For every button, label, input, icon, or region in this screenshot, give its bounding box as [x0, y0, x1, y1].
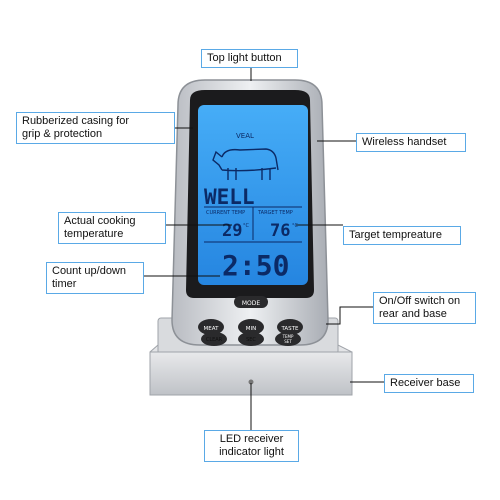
callout-led-light: LED receiver indicator light	[204, 430, 299, 462]
callout-top-light-button-text: Top light button	[207, 52, 282, 64]
callout-rubberized-casing-line2: grip & protection	[22, 128, 103, 140]
clear-button-label: CLEAR	[206, 337, 223, 343]
callout-actual-temp-line1: Actual cooking	[64, 215, 136, 227]
sec-button-label: SEC	[246, 337, 256, 343]
callout-wireless-handset: Wireless handset	[356, 133, 466, 152]
button-row-shapes	[198, 319, 303, 346]
callout-timer-line1: Count up/down	[52, 265, 126, 277]
leader-lines	[144, 67, 384, 430]
cow-icon	[212, 148, 279, 180]
callout-rubberized-casing: Rubberized casing for grip & protection	[16, 112, 175, 144]
callout-led-light-line1: LED receiver	[219, 433, 284, 445]
callout-actual-temp-line2: temperature	[64, 228, 124, 240]
lcd-target-unit: °C	[292, 223, 299, 229]
callout-led-light-line2: indicator light	[219, 446, 284, 458]
lcd-target-value: 76	[270, 221, 290, 241]
wireless-handset	[171, 79, 329, 346]
temp-set-label-2: SET	[284, 339, 292, 344]
callout-timer-line2: timer	[52, 278, 77, 290]
min-button-label: MIN	[246, 326, 256, 332]
callout-receiver-base: Receiver base	[384, 374, 474, 393]
mode-button-shape	[234, 296, 268, 308]
lcd-timer: 2:50	[222, 249, 289, 282]
lcd-current-unit: °C	[243, 223, 250, 229]
lcd-target-label: TARGET TEMP	[257, 210, 293, 216]
lcd-meat-label: VEAL	[236, 132, 254, 140]
mode-button-label: MODE	[242, 300, 261, 307]
led-indicator	[248, 379, 254, 385]
callout-onoff-switch-line1: On/Off switch on	[379, 295, 461, 307]
lcd-current-label: CURRENT TEMP	[206, 210, 245, 216]
callout-actual-temp: Actual cooking temperature	[58, 212, 166, 244]
temp-set-label-1: TEMP	[282, 334, 294, 339]
meat-button-label: MEAT	[204, 326, 220, 332]
callout-top-light-button: Top light button	[201, 49, 298, 68]
callout-target-temp: Target tempreature	[343, 226, 461, 245]
callout-receiver-base-text: Receiver base	[390, 377, 461, 389]
callout-onoff-switch-line2: rear and base	[379, 308, 447, 320]
lcd-current-value: 29	[222, 221, 242, 241]
callout-wireless-handset-text: Wireless handset	[362, 136, 447, 148]
callout-timer: Count up/down timer	[46, 262, 144, 294]
lcd-doneness: WELL	[204, 185, 255, 209]
taste-button-label: TASTE	[280, 326, 299, 332]
callout-onoff-switch: On/Off switch on rear and base	[373, 292, 476, 324]
callout-rubberized-casing-line1: Rubberized casing for	[22, 115, 130, 127]
lcd-screen	[198, 105, 308, 285]
callout-target-temp-text: Target tempreature	[349, 229, 442, 241]
